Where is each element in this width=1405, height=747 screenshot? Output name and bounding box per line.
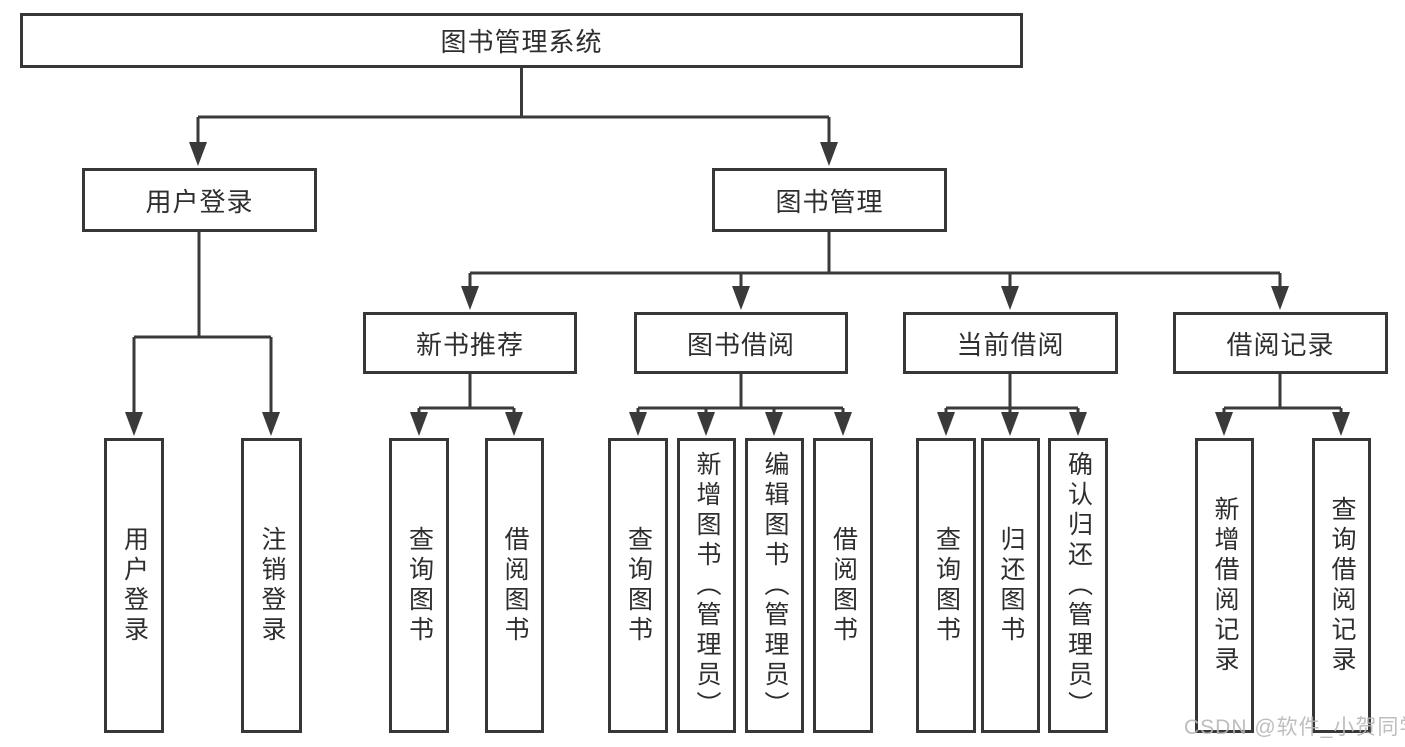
arrowhead-icon <box>629 412 647 436</box>
leaf-query-books-current: 查询图书 <box>916 438 976 733</box>
leaf-add-book-admin-label: 新增图书（管理员） <box>693 450 721 721</box>
leaf-user-login: 用户登录 <box>104 438 164 733</box>
node-user-login-label: 用户登录 <box>145 186 254 217</box>
leaf-query-books-current-label: 查询图书 <box>932 525 961 646</box>
leaf-confirm-return-admin: 确认归还（管理员） <box>1048 438 1108 733</box>
node-current-borrow: 当前借阅 <box>903 312 1118 374</box>
arrowhead-icon <box>125 412 143 436</box>
arrowhead-icon <box>1001 286 1019 310</box>
leaf-logout-label: 注销登录 <box>258 525 286 646</box>
leaf-confirm-return-admin-label: 确认归还（管理员） <box>1064 450 1093 721</box>
leaf-return-books-label: 归还图书 <box>997 525 1025 646</box>
leaf-query-books-recommend-label: 查询图书 <box>405 525 434 646</box>
arrowhead-icon <box>1001 412 1019 436</box>
node-current-borrow-label: 当前借阅 <box>956 329 1065 360</box>
arrowhead-icon <box>189 142 207 166</box>
arrowhead-icon <box>461 286 479 310</box>
tree-edges <box>132 68 1343 432</box>
leaf-query-borrow-record: 查询借阅记录 <box>1312 438 1371 733</box>
leaf-query-books-borrow: 查询图书 <box>608 438 668 733</box>
node-book-management: 图书管理 <box>712 168 947 232</box>
leaf-borrow-books-label: 借阅图书 <box>829 525 858 646</box>
leaf-query-books-borrow-label: 查询图书 <box>624 525 653 646</box>
arrowhead-icon <box>1271 286 1289 310</box>
arrowhead-icon <box>765 412 783 436</box>
node-user-login: 用户登录 <box>82 168 317 232</box>
node-book-management-label: 图书管理 <box>775 186 884 217</box>
leaf-borrow-books-recommend: 借阅图书 <box>485 438 544 733</box>
node-book-borrow: 图书借阅 <box>634 312 848 374</box>
arrowhead-icon <box>732 286 750 310</box>
node-root-label: 图书管理系统 <box>440 27 603 57</box>
leaf-edit-book-admin-label: 编辑图书（管理员） <box>761 450 789 721</box>
leaf-query-books-recommend: 查询图书 <box>389 438 449 733</box>
leaf-edit-book-admin: 编辑图书（管理员） <box>745 438 804 733</box>
arrowhead-icon <box>1332 412 1350 436</box>
node-new-book-recommend: 新书推荐 <box>363 312 577 374</box>
leaf-borrow-books-recommend-label: 借阅图书 <box>501 525 529 646</box>
node-borrow-records-label: 借阅记录 <box>1226 329 1335 360</box>
watermark: CSDN @软件_小贺同学 <box>1184 716 1405 739</box>
node-root: 图书管理系统 <box>20 13 1023 68</box>
leaf-return-books: 归还图书 <box>981 438 1040 733</box>
arrowhead-icon <box>410 412 428 436</box>
leaf-logout: 注销登录 <box>241 438 302 733</box>
arrowhead-icon <box>505 412 523 436</box>
node-borrow-records: 借阅记录 <box>1173 312 1388 374</box>
leaf-add-borrow-record-label: 新增借阅记录 <box>1211 495 1239 676</box>
arrowhead-icon <box>262 412 280 436</box>
arrowhead-icon <box>697 412 715 436</box>
leaf-query-borrow-record-label: 查询借阅记录 <box>1328 495 1356 676</box>
leaf-add-borrow-record: 新增借阅记录 <box>1195 438 1254 733</box>
leaf-add-book-admin: 新增图书（管理员） <box>677 438 736 733</box>
arrowhead-icon <box>834 412 852 436</box>
node-new-book-recommend-label: 新书推荐 <box>415 329 524 360</box>
arrowhead-icon <box>820 142 838 166</box>
arrowhead-icon <box>937 412 955 436</box>
arrowhead-icon <box>1069 412 1087 436</box>
leaf-borrow-books: 借阅图书 <box>813 438 873 733</box>
leaf-user-login-label: 用户登录 <box>120 525 149 646</box>
arrowhead-icon <box>1215 412 1233 436</box>
node-book-borrow-label: 图书借阅 <box>686 329 795 360</box>
